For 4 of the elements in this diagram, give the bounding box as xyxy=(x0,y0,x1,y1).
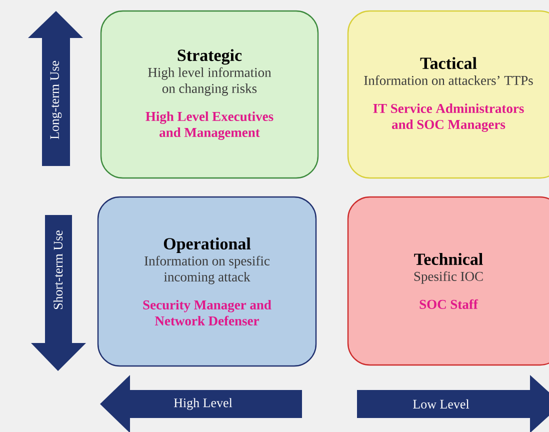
quadrant-box: Technical Spesific IOC SOC Staff xyxy=(347,196,549,366)
quadrant-box: Operational Information on spesific incoming attack Security Manager and Network Defenser xyxy=(97,196,317,367)
quadrant-box: Tactical Information on attackers’ TTPs IT Service Administrators and SOC Managers xyxy=(347,10,549,179)
quadrant-box: Strategic High level information on changing risks High Level Executives and Management xyxy=(100,10,319,179)
